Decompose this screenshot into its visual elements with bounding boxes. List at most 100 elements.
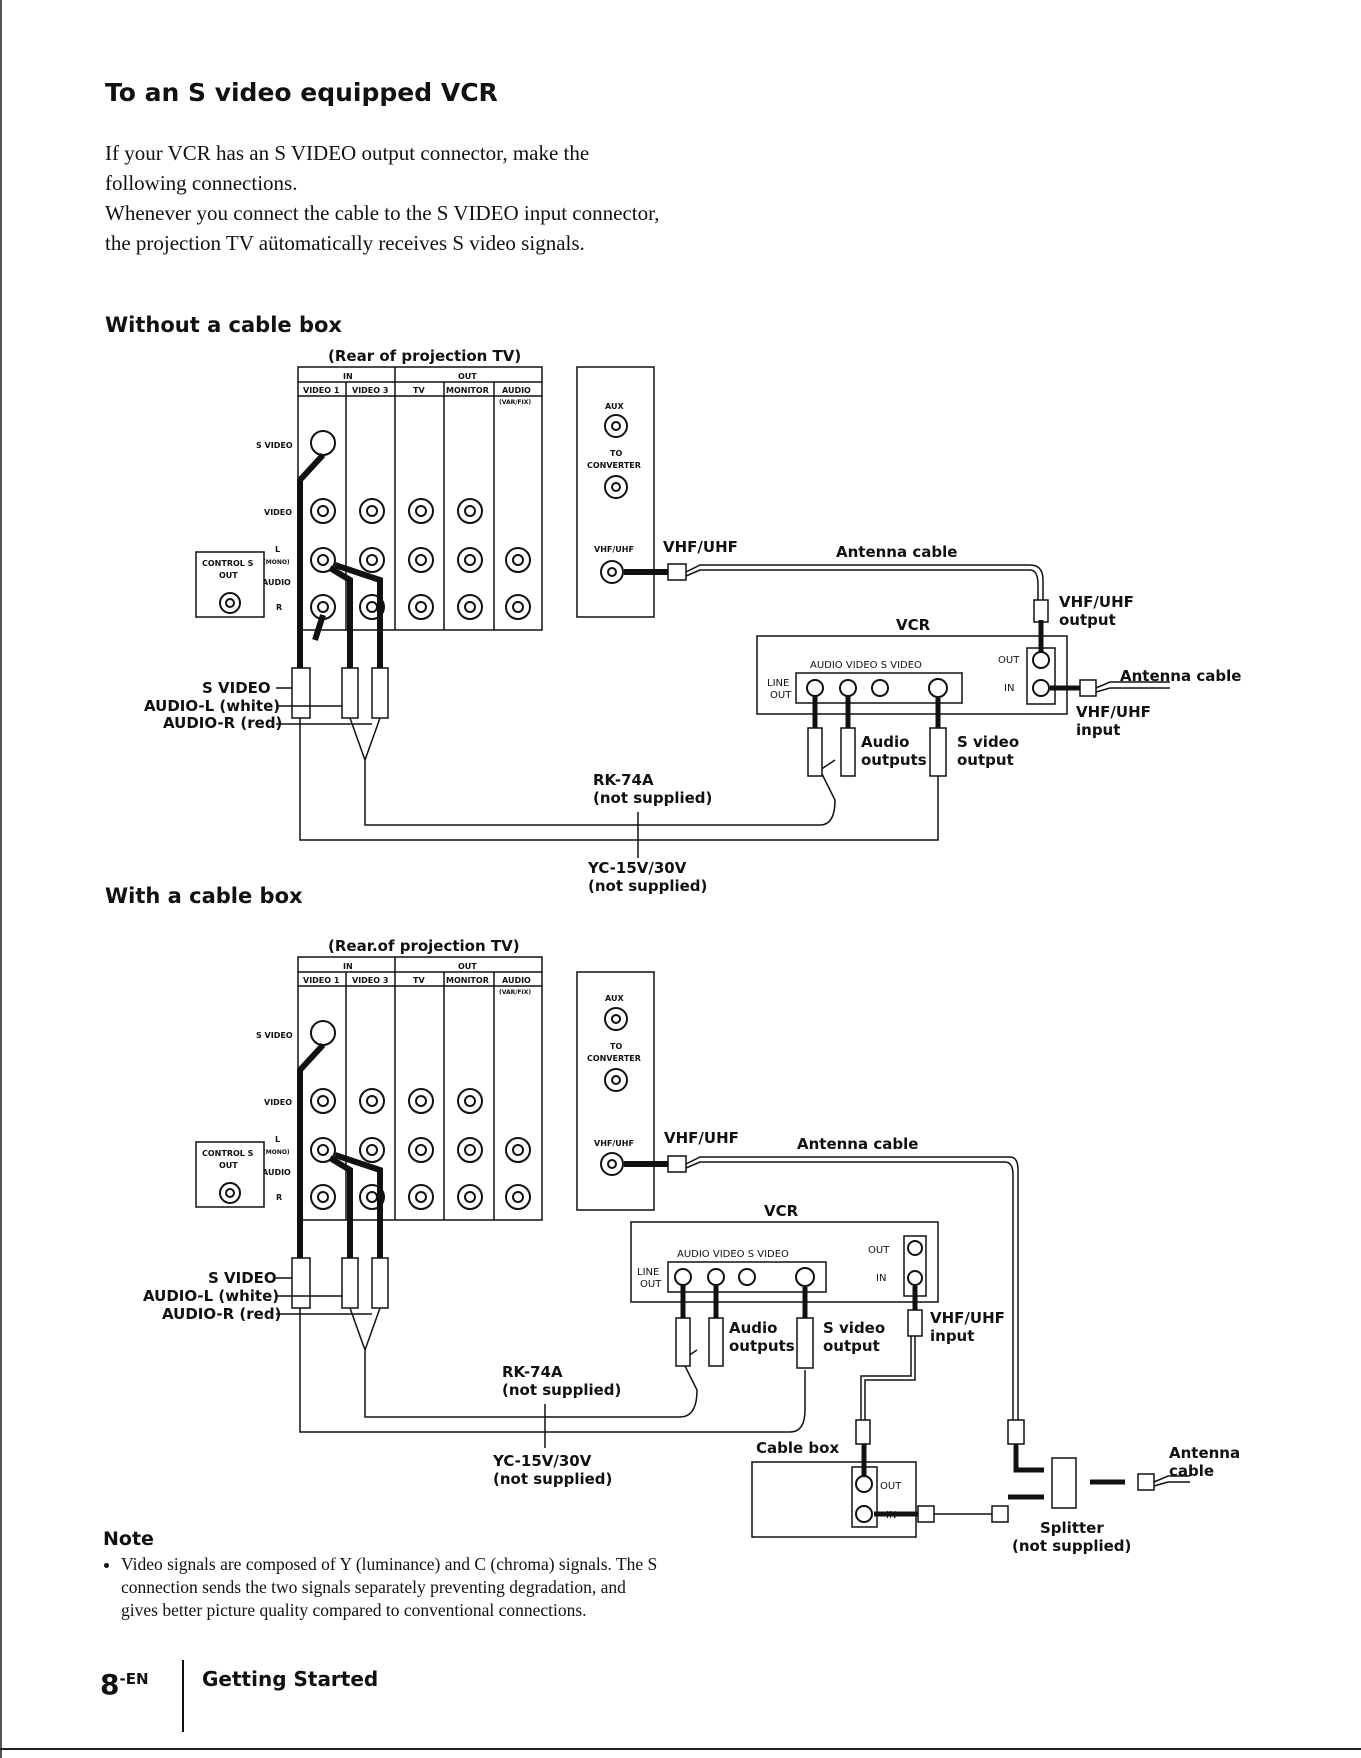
audio-row-label: AUDIO xyxy=(262,578,291,587)
varfix-header-2: (VAR/FIX) xyxy=(499,989,531,996)
in-header: IN xyxy=(343,372,353,381)
tv-header-2: TV xyxy=(413,976,425,985)
control-s-out-label-2: OUT xyxy=(219,1161,238,1170)
audio-l-jacks xyxy=(310,547,531,573)
out-header: OUT xyxy=(458,372,477,381)
s-video-output-label-1: S video xyxy=(957,733,1019,751)
antenna-label-2: cable xyxy=(1169,1462,1214,1480)
audio-l-label: AUDIO-L (white) xyxy=(144,697,280,715)
vcr-panel-labels-2: AUDIO VIDEO S VIDEO xyxy=(677,1249,789,1260)
cable-box-label: Cable box xyxy=(756,1439,839,1457)
rk74a-label-2: RK-74A xyxy=(502,1363,563,1381)
audio-outputs-label-2-2: outputs xyxy=(729,1337,795,1355)
monitor-header-2: MONITOR xyxy=(446,976,489,985)
vhf-uhf-input-label-2: input xyxy=(1076,721,1120,739)
s-video-output-label-2-1: S video xyxy=(823,1319,885,1337)
audio-row-label-2: AUDIO xyxy=(262,1168,291,1177)
page-number-value: 8 xyxy=(100,1668,120,1701)
video-row-label-2: VIDEO xyxy=(264,1098,292,1107)
page-bottom-edge xyxy=(0,1748,1361,1750)
audio-r-jacks xyxy=(310,594,531,620)
tv-rear-panel: (Rear of projection TV) IN OUT VIDEO 1 V… xyxy=(195,347,543,631)
r-label-2: R xyxy=(276,1193,282,1202)
audio-l-label-2: AUDIO-L (white) xyxy=(143,1287,279,1305)
audio-header: AUDIO xyxy=(502,386,531,395)
aux-label-2: AUX xyxy=(605,994,624,1003)
s-video-row-label: S VIDEO xyxy=(256,441,293,450)
video-jacks xyxy=(310,498,483,524)
control-s-label: CONTROL S xyxy=(202,559,254,568)
section-heading: To an S video equipped VCR xyxy=(105,78,498,107)
tv-header: TV xyxy=(413,386,425,395)
antenna-cable-label-3: Antenna cable xyxy=(797,1135,918,1153)
vhf-uhf-label-2: VHF/UHF xyxy=(664,1129,739,1147)
vcr-label: VCR xyxy=(896,616,931,634)
aux-label: AUX xyxy=(605,402,624,411)
vhf-uhf-label: VHF/UHF xyxy=(663,538,738,556)
yc15v-not-supplied-2: (not supplied) xyxy=(493,1470,612,1488)
line-out-label-2: OUT xyxy=(640,1279,662,1290)
audio-header-2: AUDIO xyxy=(502,976,531,985)
note-body: Video signals are composed of Y (luminan… xyxy=(103,1553,663,1622)
yc15v-label-2: YC-15V/30V xyxy=(492,1452,592,1470)
page-number: 8-EN xyxy=(100,1668,149,1701)
rear-of-tv-label-2: (Rear.of projection TV) xyxy=(328,937,520,955)
vcr-out-label: OUT xyxy=(998,655,1020,666)
rk74a-not-supplied: (not supplied) xyxy=(593,789,712,807)
mono-label: (MONO) xyxy=(263,559,290,566)
audio-outputs-label-2: outputs xyxy=(861,751,927,769)
line-label: LINE xyxy=(767,678,789,689)
subheading-with-cable-box: With a cable box xyxy=(105,884,303,908)
note-item: Video signals are composed of Y (luminan… xyxy=(121,1553,663,1622)
splitter xyxy=(1051,1457,1077,1509)
note-title: Note xyxy=(103,1528,154,1550)
vcr-label-2: VCR xyxy=(764,1202,799,1220)
vhf-uhf-output-label-2: output xyxy=(1059,611,1116,629)
vcr-panel-labels: AUDIO VIDEO S VIDEO xyxy=(810,660,922,671)
antenna-label-1: Antenna xyxy=(1169,1444,1240,1462)
intro-text: If your VCR has an S VIDEO output connec… xyxy=(105,138,665,258)
audio-outputs-label-1: Audio xyxy=(861,733,909,751)
s-video-output-label-2: output xyxy=(957,751,1014,769)
cable-box-out-label: OUT xyxy=(880,1481,902,1492)
subheading-without-cable-box: Without a cable box xyxy=(105,313,342,337)
splitter-not-supplied: (not supplied) xyxy=(1012,1537,1131,1555)
to-label: TO xyxy=(610,449,622,458)
cable-box xyxy=(751,1461,917,1538)
rk74a-not-supplied-2: (not supplied) xyxy=(502,1381,621,1399)
mono-label-2: (MONO) xyxy=(263,1149,290,1156)
diagram-without-cable-box: (Rear of projection TV) IN OUT VIDEO 1 V… xyxy=(144,347,1241,895)
vhf-uhf-input-label-1: VHF/UHF xyxy=(1076,703,1151,721)
vcr-in-label: IN xyxy=(1004,683,1014,694)
footer-divider xyxy=(182,1660,184,1732)
yc15v-label: YC-15V/30V xyxy=(587,859,687,877)
intro-paragraph-1: If your VCR has an S VIDEO output connec… xyxy=(105,141,590,195)
control-s-out-label: OUT xyxy=(219,571,238,580)
page-left-edge xyxy=(0,0,2,1758)
audio-r-plug xyxy=(371,667,389,719)
vhf-uhf-input-label-2-1: VHF/UHF xyxy=(930,1309,1005,1327)
s-video-row-label-2: S VIDEO xyxy=(256,1031,293,1040)
to-label-2: TO xyxy=(610,1042,622,1051)
video1-header-2: VIDEO 1 xyxy=(303,976,340,985)
vhf-uhf-output-label-1: VHF/UHF xyxy=(1059,593,1134,611)
rear-of-tv-label: (Rear of projection TV) xyxy=(328,347,521,365)
tv-rear-panel-2: (Rear.of projection TV) IN OUT VIDEO 1 V… xyxy=(195,937,543,1221)
s-video-jack xyxy=(310,430,336,456)
in-header-2: IN xyxy=(343,962,353,971)
audio-r-label-2: AUDIO-R (red) xyxy=(162,1305,281,1323)
varfix-header: (VAR/FIX) xyxy=(499,399,531,406)
s-video-plug-label: S VIDEO xyxy=(202,679,271,697)
out-header-2: OUT xyxy=(458,962,477,971)
control-s-label-2: CONTROL S xyxy=(202,1149,254,1158)
rk74a-label: RK-74A xyxy=(593,771,654,789)
converter-label-2: CONVERTER xyxy=(587,1054,641,1063)
l-label-2: L xyxy=(275,1135,280,1144)
yc15v-not-supplied: (not supplied) xyxy=(588,877,707,895)
converter-label: CONVERTER xyxy=(587,461,641,470)
audio-l-plug xyxy=(341,667,359,719)
video3-header-2: VIDEO 3 xyxy=(352,976,388,985)
line-label-2: LINE xyxy=(637,1267,659,1278)
antenna-cable-label: Antenna cable xyxy=(836,543,957,561)
